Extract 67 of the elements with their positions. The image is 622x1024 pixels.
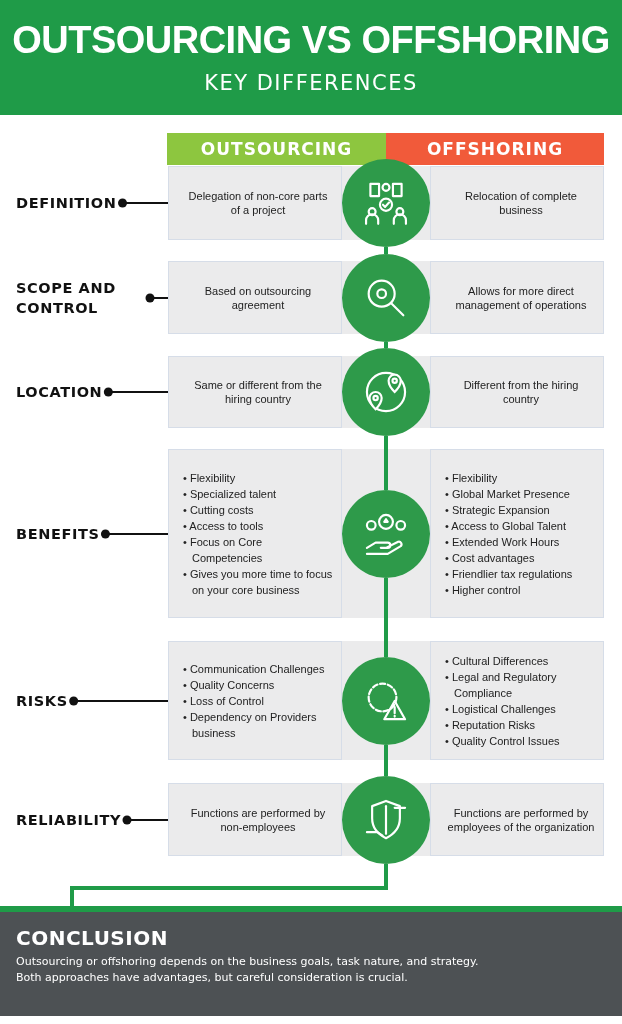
comparison-panel xyxy=(430,356,604,428)
row-label: SCOPE AND CONTROL xyxy=(16,276,144,320)
column-header: OFFSHORING xyxy=(386,133,604,165)
leader-line xyxy=(118,198,169,208)
comparison-panel xyxy=(430,449,604,618)
row-label: DEFINITION xyxy=(16,181,117,225)
leader-line xyxy=(122,815,169,825)
list-item: • Flexibility xyxy=(183,470,237,486)
list-item: • Global Market Presence xyxy=(445,486,571,502)
comparison-panel xyxy=(430,783,604,856)
list-item: • Reputation Risks xyxy=(445,717,537,733)
list-item: • Flexibility xyxy=(445,470,499,486)
cell-text: Same or different from the hiring country xyxy=(193,378,323,406)
row-label: BENEFITS xyxy=(16,512,100,556)
cell-text: Different from the hiring country xyxy=(462,378,580,406)
list-item: • Cultural Differences xyxy=(445,653,550,669)
list-item: • Cutting costs xyxy=(183,502,255,518)
cell-text: Functions are performed by non-employees xyxy=(189,805,327,834)
row-label: RELIABILITY xyxy=(16,798,121,842)
cell-text: Based on outsourcing agreement xyxy=(203,283,313,312)
list-item: • Quality Concerns xyxy=(183,677,276,693)
comparison-panel xyxy=(168,261,342,334)
column-header: OUTSOURCING xyxy=(167,133,386,165)
row-label: LOCATION xyxy=(16,370,103,414)
list-item: • Access to tools xyxy=(183,518,265,534)
section-heading: CONCLUSION xyxy=(16,926,169,950)
connector-line xyxy=(384,436,388,490)
body-text: Outsourcing or offshoring depends on the business goals, task nature, and strategy. Both approaches have advantages, but careful consideration is crucial. xyxy=(16,954,480,986)
comparison-panel xyxy=(168,449,342,618)
list-item: • Higher control xyxy=(445,582,522,598)
list-item: • Loss of Control xyxy=(183,693,265,709)
connector-line xyxy=(384,342,388,348)
list-item: • Extended Work Hours xyxy=(445,534,561,550)
title: OUTSOURCING VS OFFSHORING xyxy=(11,18,611,62)
comparison-panel xyxy=(168,641,342,760)
leader-line xyxy=(145,293,169,303)
subtitle: KEY DIFFERENCES xyxy=(203,70,419,96)
list-item: • Dependency on Providers business xyxy=(183,709,318,741)
list-item: • Cost advantages xyxy=(445,550,536,566)
connector-line xyxy=(384,578,388,657)
cell-text: Delegation of non-core parts of a project xyxy=(187,189,329,217)
cell-text: Relocation of complete business xyxy=(464,189,578,217)
list-item: • Communication Challenges xyxy=(183,661,326,677)
comparison-panel xyxy=(430,641,604,760)
connector-line xyxy=(384,247,388,254)
conclusion-panel xyxy=(0,912,622,1016)
cell-text: Functions are performed by employees of the organization xyxy=(446,805,596,834)
list-item: • Quality Control Issues xyxy=(445,733,561,749)
comparison-panel xyxy=(430,261,604,334)
list-item: • Specialized talent xyxy=(183,486,278,502)
connector-line xyxy=(384,745,388,776)
list-item: • Focus on Core Competencies xyxy=(183,534,264,566)
leader-line xyxy=(69,696,169,706)
list-item: • Logistical Challenges xyxy=(445,701,557,717)
list-item: • Gives you more time to focus on your core business xyxy=(183,566,333,598)
list-item: • Legal and Regulatory Compliance xyxy=(445,669,558,701)
comparison-panel xyxy=(168,166,342,240)
leader-line xyxy=(103,387,169,397)
comparison-panel xyxy=(430,166,604,240)
list-item: • Access to Global Talent xyxy=(445,518,568,534)
row-label: RISKS xyxy=(16,679,68,723)
comparison-panel xyxy=(168,356,342,428)
leader-line xyxy=(100,529,169,539)
list-item: • Friendlier tax regulations xyxy=(445,566,573,582)
comparison-panel xyxy=(168,783,342,856)
cell-text: Allows for more direct management of operations xyxy=(454,283,588,312)
list-item: • Strategic Expansion xyxy=(445,502,551,518)
